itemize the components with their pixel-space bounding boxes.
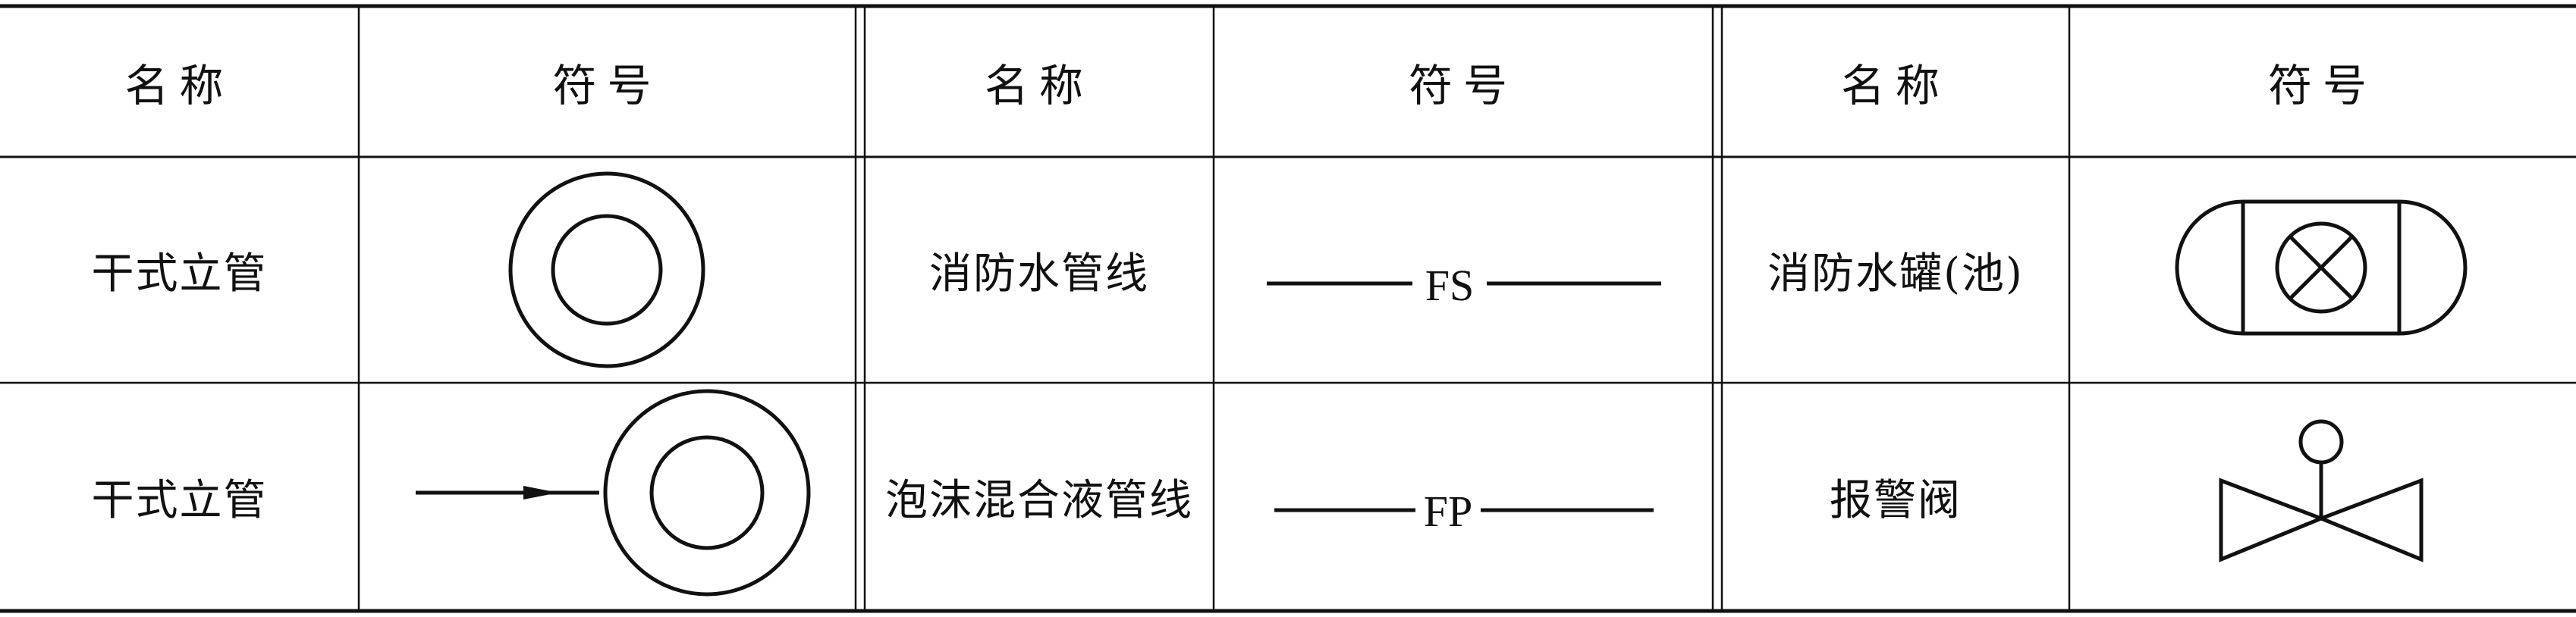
fs-label: FS <box>1425 260 1475 310</box>
fp-label: FP <box>1423 486 1473 536</box>
row1-name-1: 干式立管 <box>91 249 268 299</box>
double-circle-icon <box>508 171 705 368</box>
water-tank-icon <box>2175 199 2468 336</box>
header-name-2: 名称 <box>984 59 1094 111</box>
fs-line-icon: FS <box>1259 247 1669 310</box>
row1-name-2: 消防水管线 <box>929 249 1149 299</box>
row1-name-3: 消防水罐(池) <box>1767 249 2024 299</box>
alarm-valve-icon <box>2219 419 2424 562</box>
fp-line-icon: FP <box>1267 473 1661 536</box>
header-name-1: 名称 <box>124 59 234 111</box>
header-symbol-2: 符号 <box>1408 59 1518 111</box>
row2-name-3: 报警阀 <box>1830 476 1962 525</box>
header-symbol-3: 符号 <box>2267 59 2377 111</box>
header-symbol-1: 符号 <box>552 59 662 111</box>
header-name-3: 名称 <box>1840 59 1950 111</box>
row2-name-2: 泡沫混合液管线 <box>885 476 1193 525</box>
row2-name-1: 干式立管 <box>91 476 268 525</box>
riser-with-arrow-icon <box>416 389 811 597</box>
